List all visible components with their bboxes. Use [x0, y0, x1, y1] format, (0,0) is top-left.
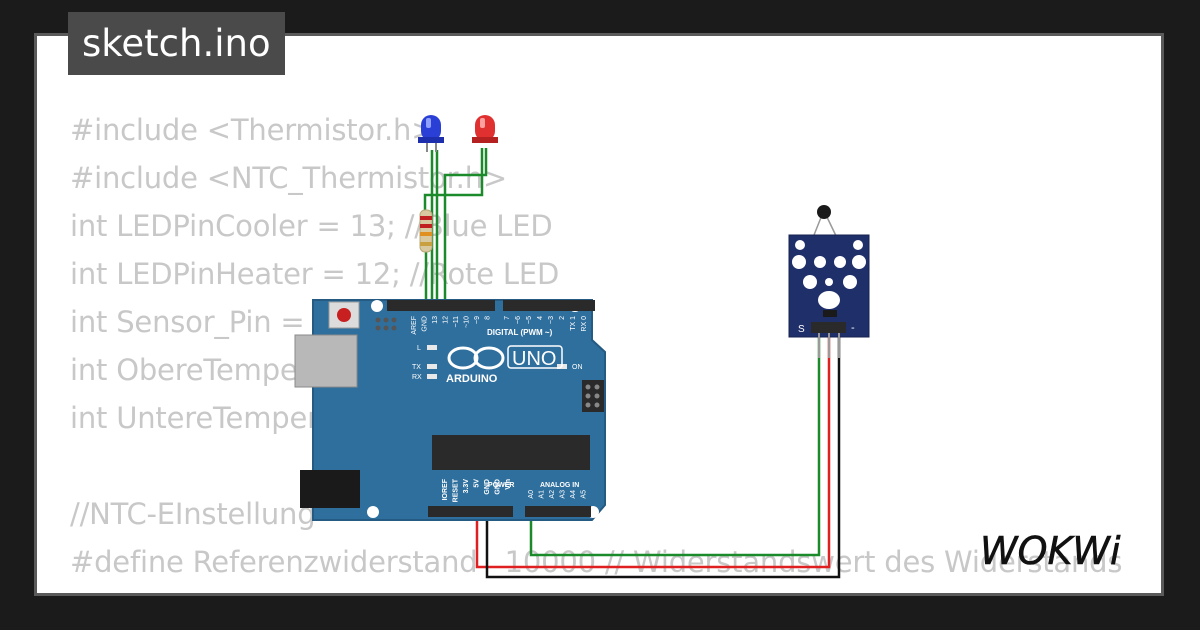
pin-label: ~5	[526, 316, 533, 324]
wokwi-logo[interactable]: WOKWi	[978, 526, 1153, 574]
atmega-chip	[432, 435, 590, 470]
pin-label: RX 0	[581, 316, 588, 332]
pin-label: ~11	[453, 316, 460, 327]
uno-text: UNO	[512, 348, 556, 370]
wire-signal-a0[interactable]	[529, 333, 821, 557]
pin-label: 4	[537, 316, 544, 320]
pin-label: 13	[432, 316, 439, 324]
ntc-sensor-module[interactable]: S -	[788, 205, 870, 358]
wire-red-led-12[interactable]	[443, 148, 488, 305]
pin-label: A4	[570, 490, 577, 499]
icsp-header-small	[375, 317, 397, 331]
usb-port	[294, 334, 358, 388]
pin-label: IOREF	[442, 478, 449, 500]
power-header[interactable]	[428, 506, 513, 517]
arduino-uno-board[interactable]: UNO ARDUINO DIGITAL (PWM ~) POWER ANALOG…	[294, 299, 606, 521]
pin-label: Vin	[505, 479, 512, 490]
digital-header-left[interactable]	[387, 300, 495, 311]
mount-hole	[371, 300, 383, 312]
icsp-header	[582, 380, 604, 412]
pin-label: ~9	[474, 316, 481, 324]
wire-power-5v[interactable]	[475, 333, 831, 569]
resistor[interactable]	[419, 209, 433, 253]
sensor-signal-label: S	[798, 324, 805, 335]
pin-label: 7	[504, 316, 511, 320]
on-label: ON	[572, 364, 583, 371]
code-line: int LEDPinHeater = 12; //Rote LED	[70, 257, 560, 291]
red-led[interactable]	[472, 115, 498, 143]
file-tab-sketch[interactable]: sketch.ino	[68, 12, 285, 75]
pin-label: TX 1	[570, 316, 577, 331]
led-rx	[427, 374, 437, 379]
led-tx	[427, 364, 437, 369]
wire-red-led-gnd[interactable]	[423, 148, 484, 212]
pin-label: GND	[422, 316, 429, 332]
pin-label: ~6	[515, 316, 522, 324]
led-label-tx: TX	[412, 364, 421, 371]
analog-header[interactable]	[525, 506, 591, 517]
pin-label: GND	[484, 479, 491, 495]
sensor-header[interactable]	[811, 322, 846, 333]
code-line: #include <NTC_Thermistor.h>	[70, 161, 507, 195]
mount-hole	[367, 506, 379, 518]
pin-label: 12	[443, 316, 450, 324]
code-background: #include <Thermistor.h> #include <NTC_The…	[70, 106, 1161, 593]
pin-label: A1	[539, 490, 546, 499]
analog-label: ANALOG IN	[540, 482, 579, 489]
pin-label: A0	[528, 490, 535, 499]
digital-label: DIGITAL (PWM ~)	[487, 328, 553, 337]
sensor-ground-label: -	[851, 322, 855, 334]
pin-label: 3.3V	[463, 479, 470, 494]
thermistor-head	[817, 205, 831, 219]
wires	[423, 148, 841, 579]
power-jack	[300, 470, 360, 508]
wire-ground[interactable]	[485, 333, 841, 579]
code-line: //NTC-EInstellung	[70, 497, 316, 531]
code-line: #define Referenzwiderstand 10000 // Wide…	[70, 545, 1123, 579]
pin-label: A3	[560, 490, 567, 499]
pin-label: 5V	[474, 479, 481, 488]
led-label-rx: RX	[412, 374, 422, 381]
blue-led[interactable]	[418, 115, 444, 152]
pin-label: 8	[485, 316, 492, 320]
pin-label: RESET	[453, 478, 460, 502]
pin-label: A2	[549, 490, 556, 499]
uno-badge	[507, 345, 563, 369]
pin-label: ~10	[464, 316, 471, 328]
power-label: POWER	[488, 482, 514, 489]
wokwi-logo-text: WOKWi	[980, 529, 1121, 573]
pin-label: ~3	[548, 316, 555, 324]
code-line: #include <Thermistor.h>	[70, 113, 436, 147]
smd-chip	[823, 310, 837, 317]
arduino-text: ARDUINO	[446, 373, 498, 385]
pin-label: 2	[559, 316, 566, 320]
arduino-infinity-logo	[447, 346, 505, 370]
reset-button[interactable]	[328, 301, 360, 329]
led-l	[427, 345, 437, 350]
led-label-l: L	[417, 345, 421, 352]
pin-label: AREF	[411, 316, 418, 335]
pin-label: GND	[495, 479, 502, 495]
digital-header-right[interactable]	[503, 300, 595, 311]
pin-label: A5	[581, 490, 588, 499]
